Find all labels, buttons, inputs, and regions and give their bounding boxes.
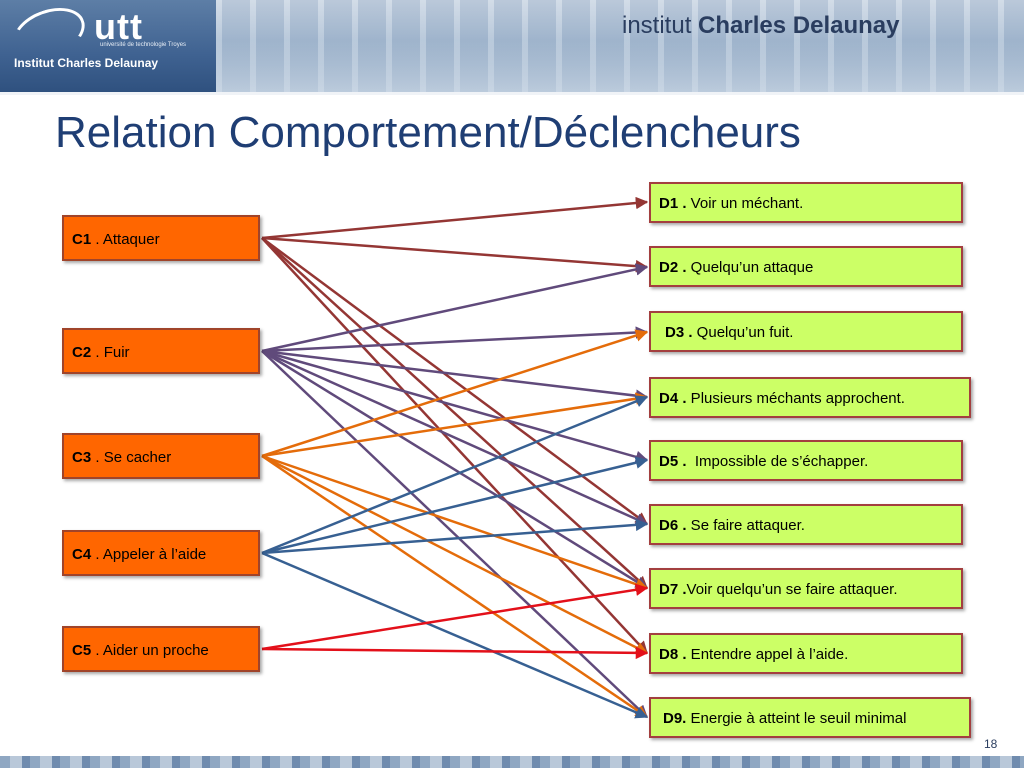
arrow-c2-d6 bbox=[261, 349, 649, 526]
header-banner: utt université de technologie Troyes Ins… bbox=[0, 0, 1024, 92]
page-number: 18 bbox=[984, 737, 998, 751]
utt-logo-subtext: université de technologie Troyes bbox=[100, 42, 187, 48]
arrow-c1-d6 bbox=[261, 236, 649, 526]
behavior-box-c4: C4 . Appeler à l’aide bbox=[62, 530, 260, 576]
trigger-code: D3 . bbox=[665, 324, 693, 341]
trigger-code: D1 . bbox=[659, 195, 687, 212]
arrow-c1-d2 bbox=[261, 236, 649, 273]
utt-logo-text: utt bbox=[94, 6, 143, 47]
behavior-label: . Se cacher bbox=[91, 449, 172, 466]
arrow-c1-d8 bbox=[261, 237, 648, 654]
utt-logo-panel bbox=[0, 0, 216, 92]
arrow-c2-d7 bbox=[261, 349, 649, 590]
arrow-c4-d6 bbox=[261, 518, 649, 555]
arrow-c2-d4 bbox=[261, 349, 649, 402]
institut-title: institut Charles Delaunay bbox=[622, 12, 899, 40]
behavior-box-c5: C5 . Aider un proche bbox=[62, 626, 260, 672]
behavior-box-c3: C3 . Se cacher bbox=[62, 433, 260, 479]
trigger-box-d2: D2 . Quelqu’un attaque bbox=[649, 246, 963, 287]
arrow-c4-d9 bbox=[261, 551, 649, 719]
header-divider bbox=[0, 92, 1024, 95]
behavior-label: . Attaquer bbox=[91, 231, 160, 248]
behavior-code: C1 bbox=[72, 231, 92, 248]
trigger-label: Plusieurs méchants approchent. bbox=[686, 390, 905, 407]
behavior-label: . Appeler à l’aide bbox=[91, 546, 207, 563]
trigger-box-d7: D7 .Voir quelqu’un se faire attaquer. bbox=[649, 568, 963, 609]
trigger-label: Se faire attaquer. bbox=[686, 517, 805, 534]
arrow-c4-d4 bbox=[261, 395, 649, 555]
arrow-c1-d1 bbox=[261, 196, 649, 240]
trigger-label: Voir quelqu’un se faire attaquer. bbox=[686, 581, 898, 598]
behavior-code: C5 bbox=[72, 642, 92, 659]
behavior-label: . Fuir bbox=[91, 344, 130, 361]
trigger-code: D9. bbox=[663, 710, 687, 727]
arrow-c3-d3 bbox=[261, 329, 649, 458]
trigger-box-d9: D9. Energie à atteint le seuil minimal bbox=[649, 697, 971, 738]
behavior-code: C2 bbox=[72, 344, 92, 361]
arrow-c2-d5 bbox=[261, 349, 649, 463]
arrow-c3-d9 bbox=[261, 454, 649, 719]
behavior-box-c1: C1 . Attaquer bbox=[62, 215, 260, 261]
institut-name: Charles Delaunay bbox=[698, 12, 900, 39]
trigger-code: D4 . bbox=[659, 390, 687, 407]
slide-title: Relation Comportement/Déclencheurs bbox=[55, 108, 801, 157]
trigger-label: Impossible de s’échapper. bbox=[686, 453, 869, 470]
arrow-c2-d9 bbox=[261, 350, 648, 718]
trigger-box-d8: D8 . Entendre appel à l’aide. bbox=[649, 633, 963, 674]
trigger-code: D7 . bbox=[659, 581, 687, 598]
banner-decoration-glass bbox=[216, 40, 1024, 92]
trigger-label: Voir un méchant. bbox=[686, 195, 804, 212]
trigger-box-d5: D5 . Impossible de s’échapper. bbox=[649, 440, 963, 481]
behavior-code: C3 bbox=[72, 449, 92, 466]
institut-prefix: institut bbox=[622, 12, 692, 39]
arrow-c2-d2 bbox=[261, 263, 649, 353]
trigger-box-d3: D3 . Quelqu’un fuit. bbox=[649, 311, 963, 352]
trigger-box-d4: D4 . Plusieurs méchants approchent. bbox=[649, 377, 971, 418]
trigger-label: Quelqu’un attaque bbox=[686, 259, 814, 276]
utt-logo-caption: Institut Charles Delaunay bbox=[14, 56, 159, 70]
arrow-c5-d8 bbox=[261, 646, 649, 660]
arrow-c5-d7 bbox=[261, 583, 649, 651]
arrow-c4-d5 bbox=[261, 456, 649, 555]
trigger-code: D8 . bbox=[659, 646, 687, 663]
arrow-c3-d8 bbox=[261, 454, 649, 655]
footer-banner bbox=[0, 756, 1024, 768]
trigger-label: Quelqu’un fuit. bbox=[692, 324, 794, 341]
arrow-c3-d7 bbox=[261, 454, 649, 591]
trigger-label: Entendre appel à l’aide. bbox=[686, 646, 849, 663]
trigger-box-d6: D6 . Se faire attaquer. bbox=[649, 504, 963, 545]
trigger-label: Energie à atteint le seuil minimal bbox=[686, 710, 907, 727]
trigger-box-d1: D1 . Voir un méchant. bbox=[649, 182, 963, 223]
arrow-c3-d4 bbox=[261, 392, 649, 458]
behavior-code: C4 bbox=[72, 546, 92, 563]
arrow-c2-d3 bbox=[261, 326, 649, 353]
behavior-box-c2: C2 . Fuir bbox=[62, 328, 260, 374]
behavior-label: . Aider un proche bbox=[91, 642, 209, 659]
trigger-code: D2 . bbox=[659, 259, 687, 276]
trigger-code: D6 . bbox=[659, 517, 687, 534]
trigger-code: D5 . bbox=[659, 453, 687, 470]
